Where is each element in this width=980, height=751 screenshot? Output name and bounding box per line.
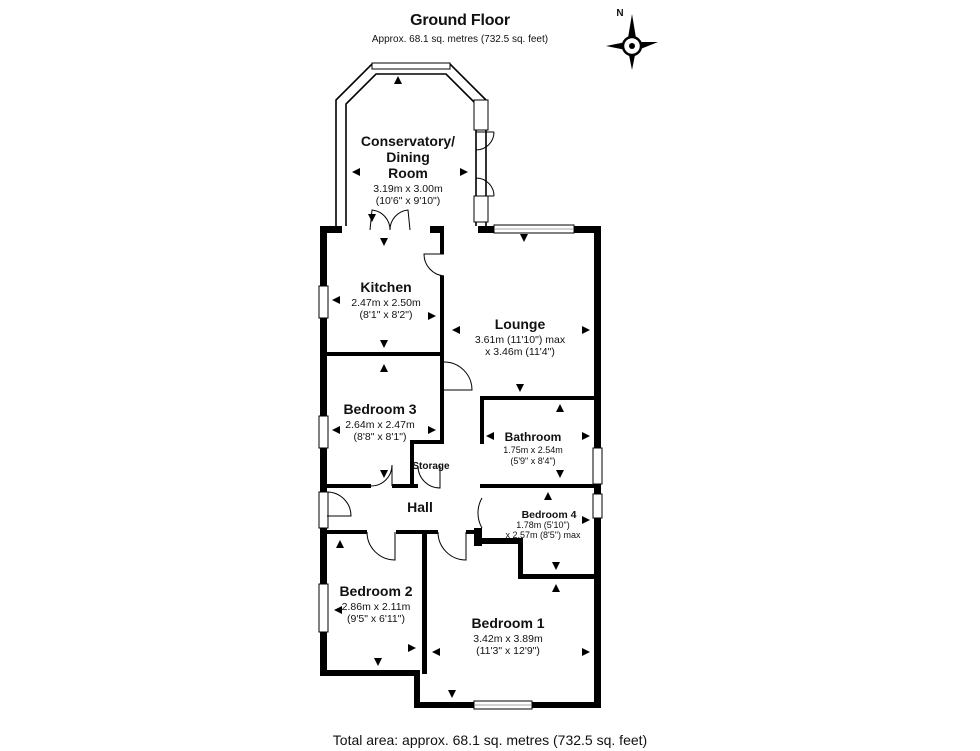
room-storage: Storage	[412, 461, 450, 472]
room-lounge: Lounge 3.61m (11'10") max x 3.46m (11'4"…	[475, 316, 566, 358]
room-bedroom2: Bedroom 2 2.86m x 2.11m (9'5" x 6'11")	[339, 583, 412, 625]
bedroom2-window	[318, 583, 329, 633]
room-name: Bedroom 2	[339, 583, 412, 599]
conservatory-side-window	[473, 99, 489, 131]
doors	[326, 253, 483, 561]
room-name: Bedroom 1	[471, 615, 544, 631]
room-dimensions: 2.47m x 2.50m	[351, 297, 421, 309]
kitchen-door	[369, 209, 411, 231]
walls	[320, 226, 601, 708]
front-door	[326, 491, 352, 517]
room-dimensions-imperial: x 3.46m (11'4")	[485, 346, 555, 358]
room-name: Room	[388, 165, 428, 181]
room-dimensions-imperial: (5'9" x 8'4")	[510, 456, 555, 466]
compass-icon: N	[606, 8, 658, 70]
room-dimensions-imperial: (8'1" x 8'2")	[360, 309, 413, 321]
room-dimensions: 3.61m (11'10") max	[475, 334, 566, 346]
room-name: Kitchen	[360, 279, 411, 295]
room-dimensions: 3.42m x 3.89m	[473, 633, 543, 645]
bedroom1-door	[437, 531, 467, 561]
hall-door	[443, 361, 473, 391]
room-name: Hall	[407, 499, 433, 515]
room-name: Lounge	[495, 316, 546, 332]
room-dimensions: 2.64m x 2.47m	[345, 419, 415, 431]
room-dimensions-imperial: (8'8" x 8'1")	[354, 431, 407, 443]
room-bedroom3: Bedroom 3 2.64m x 2.47m (8'8" x 8'1")	[343, 401, 416, 443]
kitchen-window	[318, 285, 329, 319]
bedroom4-door	[477, 497, 483, 529]
room-name: Storage	[412, 461, 450, 472]
room-conservatory: Conservatory/ Dining Room 3.19m x 3.00m …	[361, 133, 455, 207]
room-dimensions-imperial: (11'3" x 12'9")	[476, 645, 540, 657]
room-dimensions-imperial: x 2.57m (8'5") max	[506, 530, 581, 540]
room-hall: Hall	[407, 499, 433, 515]
room-name: Conservatory/	[361, 133, 455, 149]
room-dimensions: 1.75m x 2.54m	[503, 445, 563, 455]
windows	[318, 224, 603, 710]
room-dimensions: 3.19m x 3.00m	[373, 183, 443, 195]
bathroom-window	[592, 447, 603, 485]
room-name: Bathroom	[505, 430, 562, 444]
room-name: Dining	[386, 149, 430, 165]
room-dimensions-imperial: (9'5" x 6'11")	[347, 613, 405, 625]
bedroom4-window	[592, 493, 603, 519]
room-bedroom1: Bedroom 1 3.42m x 3.89m (11'3" x 12'9")	[471, 615, 544, 657]
room-bathroom: Bathroom 1.75m x 2.54m (5'9" x 8'4")	[503, 430, 563, 466]
front-door-window	[318, 491, 329, 529]
compass-north-label: N	[616, 8, 623, 19]
room-dimensions: 2.86m x 2.11m	[342, 601, 411, 613]
storage-door	[417, 465, 441, 489]
room-kitchen: Kitchen 2.47m x 2.50m (8'1" x 8'2")	[351, 279, 421, 321]
room-dimensions: 1.78m (5'10")	[516, 520, 569, 530]
lounge-door	[423, 253, 445, 277]
bedroom2-door	[366, 531, 396, 561]
bedroom3-window	[318, 415, 329, 449]
room-bedroom4: Bedroom 4 1.78m (5'10") x 2.57m (8'5") m…	[506, 509, 581, 540]
bedroom3-door	[370, 464, 393, 487]
room-dimensions-imperial: (10'6" x 9'10")	[376, 195, 441, 207]
french-door	[475, 131, 495, 197]
floor-area-subtitle: Approx. 68.1 sq. metres (732.5 sq. feet)	[371, 34, 549, 45]
room-name: Bedroom 4	[522, 509, 577, 521]
conservatory-side-window	[473, 195, 489, 223]
conservatory-window	[371, 62, 451, 70]
conservatory-outline	[335, 62, 495, 231]
total-area-footer: Total area: approx. 68.1 sq. metres (732…	[332, 732, 648, 748]
measure-markers	[332, 76, 590, 698]
floor-title: Ground Floor	[410, 12, 510, 29]
room-name: Bedroom 3	[343, 401, 416, 417]
